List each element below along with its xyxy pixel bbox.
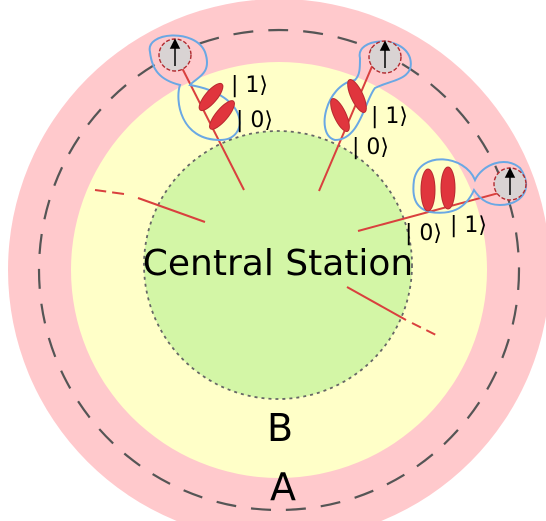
link-line-3 [357,189,511,232]
link-line-5b [411,322,439,337]
entanglement-loop-icon [148,34,241,142]
ket-zero-node-3: | 0⟩ [405,221,442,246]
ket-zero-node-1: | 0⟩ [236,108,273,133]
ket-zero-node-2: | 0⟩ [352,135,389,160]
up-arrow-spin-icon [379,40,391,68]
link-line-5a [346,286,407,321]
node-3: | 0⟩ | 1⟩ [405,158,527,246]
central-station-label: Central Station [143,243,414,284]
up-arrow-spin-icon [504,167,516,195]
ket-one-node-2: | 1⟩ [371,104,408,129]
region-a-label: A [270,465,296,509]
node-2: | 1⟩ | 0⟩ [323,40,412,160]
photon-wavepacket-icon [420,166,456,212]
link-line-4b [94,189,125,195]
entanglement-loop-icon [412,158,527,214]
outer-dashed-orbit [37,28,521,512]
entanglement-loop-icon [323,40,412,142]
ket-one-node-3: | 1⟩ [450,213,487,238]
photon-wavepacket-icon [198,82,235,130]
photon-wavepacket-icon [330,78,367,133]
ket-one-node-1: | 1⟩ [231,73,268,98]
node-1: | 1⟩ | 0⟩ [148,34,273,142]
region-b-label: B [267,406,293,450]
up-arrow-spin-icon [169,38,181,66]
central-station-area [143,130,413,400]
link-line-4a [137,197,206,223]
